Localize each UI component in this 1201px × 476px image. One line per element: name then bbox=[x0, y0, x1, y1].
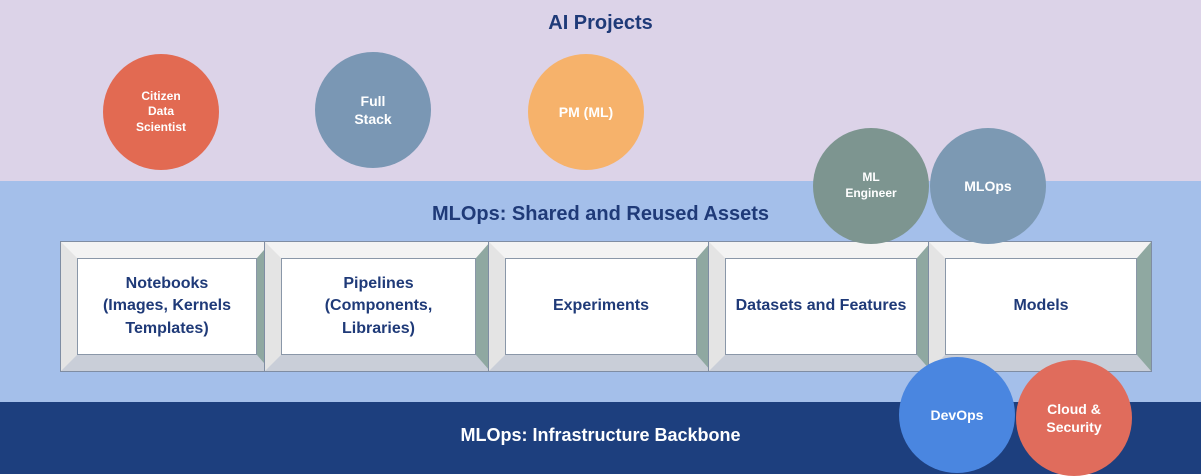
ai-projects-title: AI Projects bbox=[548, 12, 653, 34]
role-devops-label: DevOps bbox=[930, 406, 984, 423]
role-citizen-data-scientist: Citizen Data Scientist bbox=[103, 54, 219, 170]
role-cloud-security: Cloud & Security bbox=[1016, 360, 1132, 476]
role-cloud-line1: Cloud & bbox=[1047, 400, 1101, 417]
role-full-stack-line2: Stack bbox=[354, 111, 392, 127]
role-devops: DevOps bbox=[899, 357, 1015, 473]
role-cloud-line2: Security bbox=[1046, 419, 1102, 435]
role-ml-engineer-line2: Engineer bbox=[845, 186, 897, 200]
mlops-assets-title: MLOps: Shared and Reused Assets bbox=[431, 203, 770, 225]
asset-notebooks: Notebooks (Images, Kernels Templates) bbox=[61, 242, 271, 371]
asset-notebooks-line1: Notebooks bbox=[125, 274, 209, 292]
role-pm-ml: PM (ML) bbox=[528, 54, 644, 170]
role-ml-engineer-line1: ML bbox=[862, 170, 880, 185]
role-citizen-line1: Citizen bbox=[141, 88, 181, 103]
asset-models: Models bbox=[929, 242, 1151, 371]
asset-pipelines-line1: Pipelines bbox=[343, 274, 414, 292]
asset-pipelines-line2: (Components, bbox=[324, 297, 433, 315]
asset-notebooks-line2: (Images, Kernels bbox=[102, 297, 232, 315]
infrastructure-title: MLOps: Infrastructure Backbone bbox=[460, 425, 741, 445]
role-mlops-label: MLOps bbox=[964, 177, 1012, 194]
role-full-stack: Full Stack bbox=[315, 52, 431, 168]
role-full-stack-line1: Full bbox=[360, 92, 386, 109]
asset-experiments-label: Experiments bbox=[552, 297, 650, 315]
asset-experiments: Experiments bbox=[489, 242, 711, 371]
asset-pipelines: Pipelines (Components, Libraries) bbox=[265, 242, 490, 371]
role-pm-ml-label: PM (ML) bbox=[558, 103, 614, 120]
role-citizen-line2: Data bbox=[147, 104, 174, 119]
role-mlops: MLOps bbox=[930, 128, 1046, 244]
asset-datasets-label: Datasets and Features bbox=[735, 297, 907, 315]
role-ml-engineer: ML Engineer bbox=[813, 128, 929, 244]
asset-models-label: Models bbox=[1013, 297, 1069, 315]
asset-datasets: Datasets and Features bbox=[709, 242, 931, 371]
role-citizen-line3: Scientist bbox=[135, 119, 186, 134]
asset-pipelines-line3: Libraries) bbox=[342, 319, 415, 337]
asset-notebooks-line3: Templates) bbox=[125, 319, 209, 337]
